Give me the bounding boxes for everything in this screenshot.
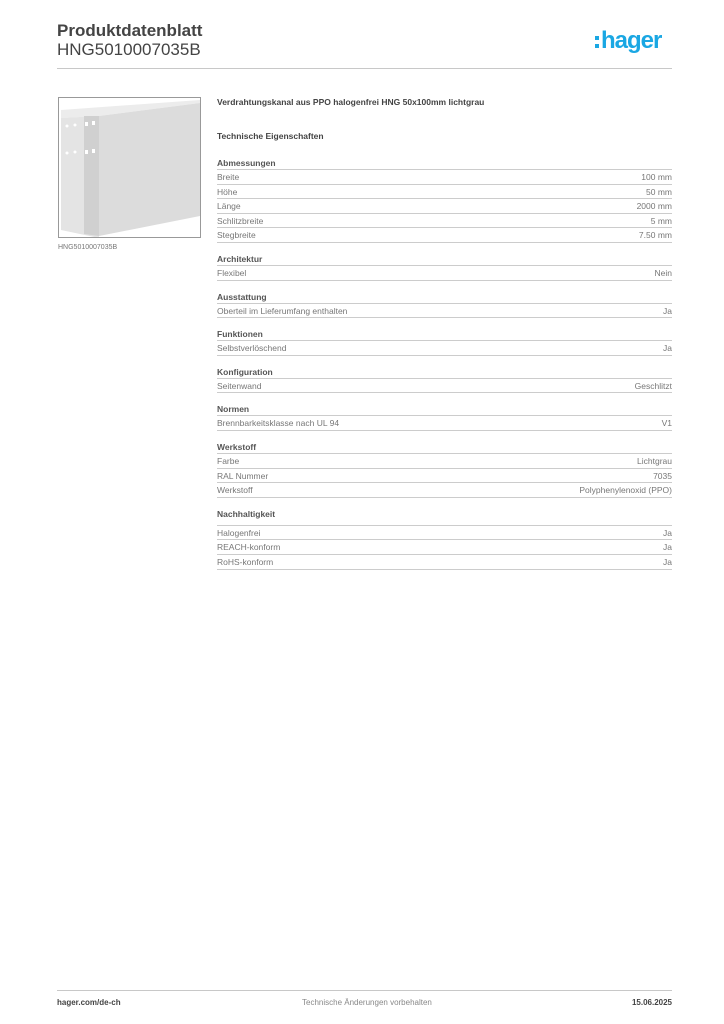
property-value: 50 mm — [646, 186, 672, 197]
property-value: V1 — [661, 418, 672, 429]
property-value: Ja — [663, 542, 672, 553]
property-label: RoHS-konform — [217, 556, 274, 567]
property-row: Halogenfrei Ja — [217, 526, 672, 541]
property-value: 100 mm — [641, 172, 672, 182]
section-heading: Nachhaltigkeit — [217, 508, 672, 526]
property-value: 2000 mm — [636, 201, 672, 212]
property-row: Schlitzbreite 5 mm — [217, 214, 672, 229]
property-label: Werkstoff — [217, 485, 253, 496]
section-heading: Abmessungen — [217, 157, 672, 170]
property-value: Lichtgrau — [637, 455, 672, 466]
property-value: 5 mm — [650, 215, 672, 226]
property-label: REACH-konform — [217, 542, 281, 553]
footer-date: 15.06.2025 — [631, 998, 672, 1007]
property-value: Ja — [663, 556, 672, 567]
section-title: Technische Eigenschaften — [217, 131, 324, 141]
property-row: Flexibel Nein — [217, 266, 672, 281]
section-heading: Normen — [217, 403, 672, 417]
property-row: Länge 2000 mm — [217, 199, 672, 214]
section-heading: Ausstattung — [217, 291, 672, 304]
section-heading: Werkstoff — [217, 441, 672, 454]
section-heading: Funktionen — [217, 328, 672, 342]
product-description: Verdrahtungskanal aus PPO halogenfrei HN… — [217, 97, 485, 107]
section-heading: Architektur — [217, 253, 672, 266]
property-value: Ja — [663, 343, 672, 354]
footer-note: Technische Änderungen vorbehalten — [302, 998, 432, 1007]
hager-logo: hager — [594, 26, 674, 56]
property-row: RoHS-konform Ja — [217, 555, 672, 570]
property-value: Ja — [663, 305, 672, 316]
footer-divider — [57, 990, 672, 991]
property-value: 7035 — [653, 470, 672, 481]
property-value: Geschlitzt — [634, 380, 672, 391]
property-label: Höhe — [217, 186, 238, 197]
product-image — [58, 97, 201, 238]
svg-text:hager: hager — [601, 27, 662, 54]
header-divider — [57, 68, 672, 69]
footer-website[interactable]: hager.com/de-ch — [57, 998, 121, 1007]
property-row: Werkstoff Polyphenylenoxid (PPO) — [217, 483, 672, 498]
main-content: Verdrahtungskanal aus PPO halogenfrei HN… — [217, 97, 672, 580]
property-row: Seitenwand Geschlitzt — [217, 379, 672, 394]
property-label: Farbe — [217, 455, 240, 466]
property-label: Selbstverlöschend — [217, 343, 287, 354]
property-label: Länge — [217, 201, 241, 212]
property-label: Oberteil im Lieferumfang enthalten — [217, 305, 348, 316]
property-label: Brennbarkeitsklasse nach UL 94 — [217, 418, 340, 429]
property-row: REACH-konform Ja — [217, 540, 672, 555]
property-row: Höhe 50 mm — [217, 185, 672, 200]
image-caption: HNG5010007035B — [58, 244, 118, 251]
property-row: Selbstverlöschend Ja — [217, 341, 672, 356]
property-label: Seitenwand — [217, 380, 262, 391]
property-value: Ja — [663, 527, 672, 538]
property-label: RAL Nummer — [217, 470, 269, 481]
property-label: Schlitzbreite — [217, 215, 264, 226]
property-label: Halogenfrei — [217, 527, 261, 538]
page-title: Produktdatenblatt — [57, 21, 203, 40]
section-heading: Konfiguration — [217, 366, 672, 379]
property-row: Stegbreite 7.50 mm — [217, 228, 672, 243]
property-row: Brennbarkeitsklasse nach UL 94 V1 — [217, 416, 672, 431]
property-label: Breite — [217, 172, 240, 182]
property-row: RAL Nummer 7035 — [217, 469, 672, 484]
product-code: HNG5010007035B — [57, 40, 201, 59]
property-row: Oberteil im Lieferumfang enthalten Ja — [217, 304, 672, 319]
property-row: Breite 100 mm — [217, 170, 672, 185]
property-label: Stegbreite — [217, 230, 256, 241]
property-value: Nein — [654, 267, 672, 278]
property-label: Flexibel — [217, 267, 247, 278]
property-value: 7.50 mm — [638, 230, 672, 241]
property-row: Farbe Lichtgrau — [217, 454, 672, 469]
property-value: Polyphenylenoxid (PPO) — [579, 485, 672, 496]
